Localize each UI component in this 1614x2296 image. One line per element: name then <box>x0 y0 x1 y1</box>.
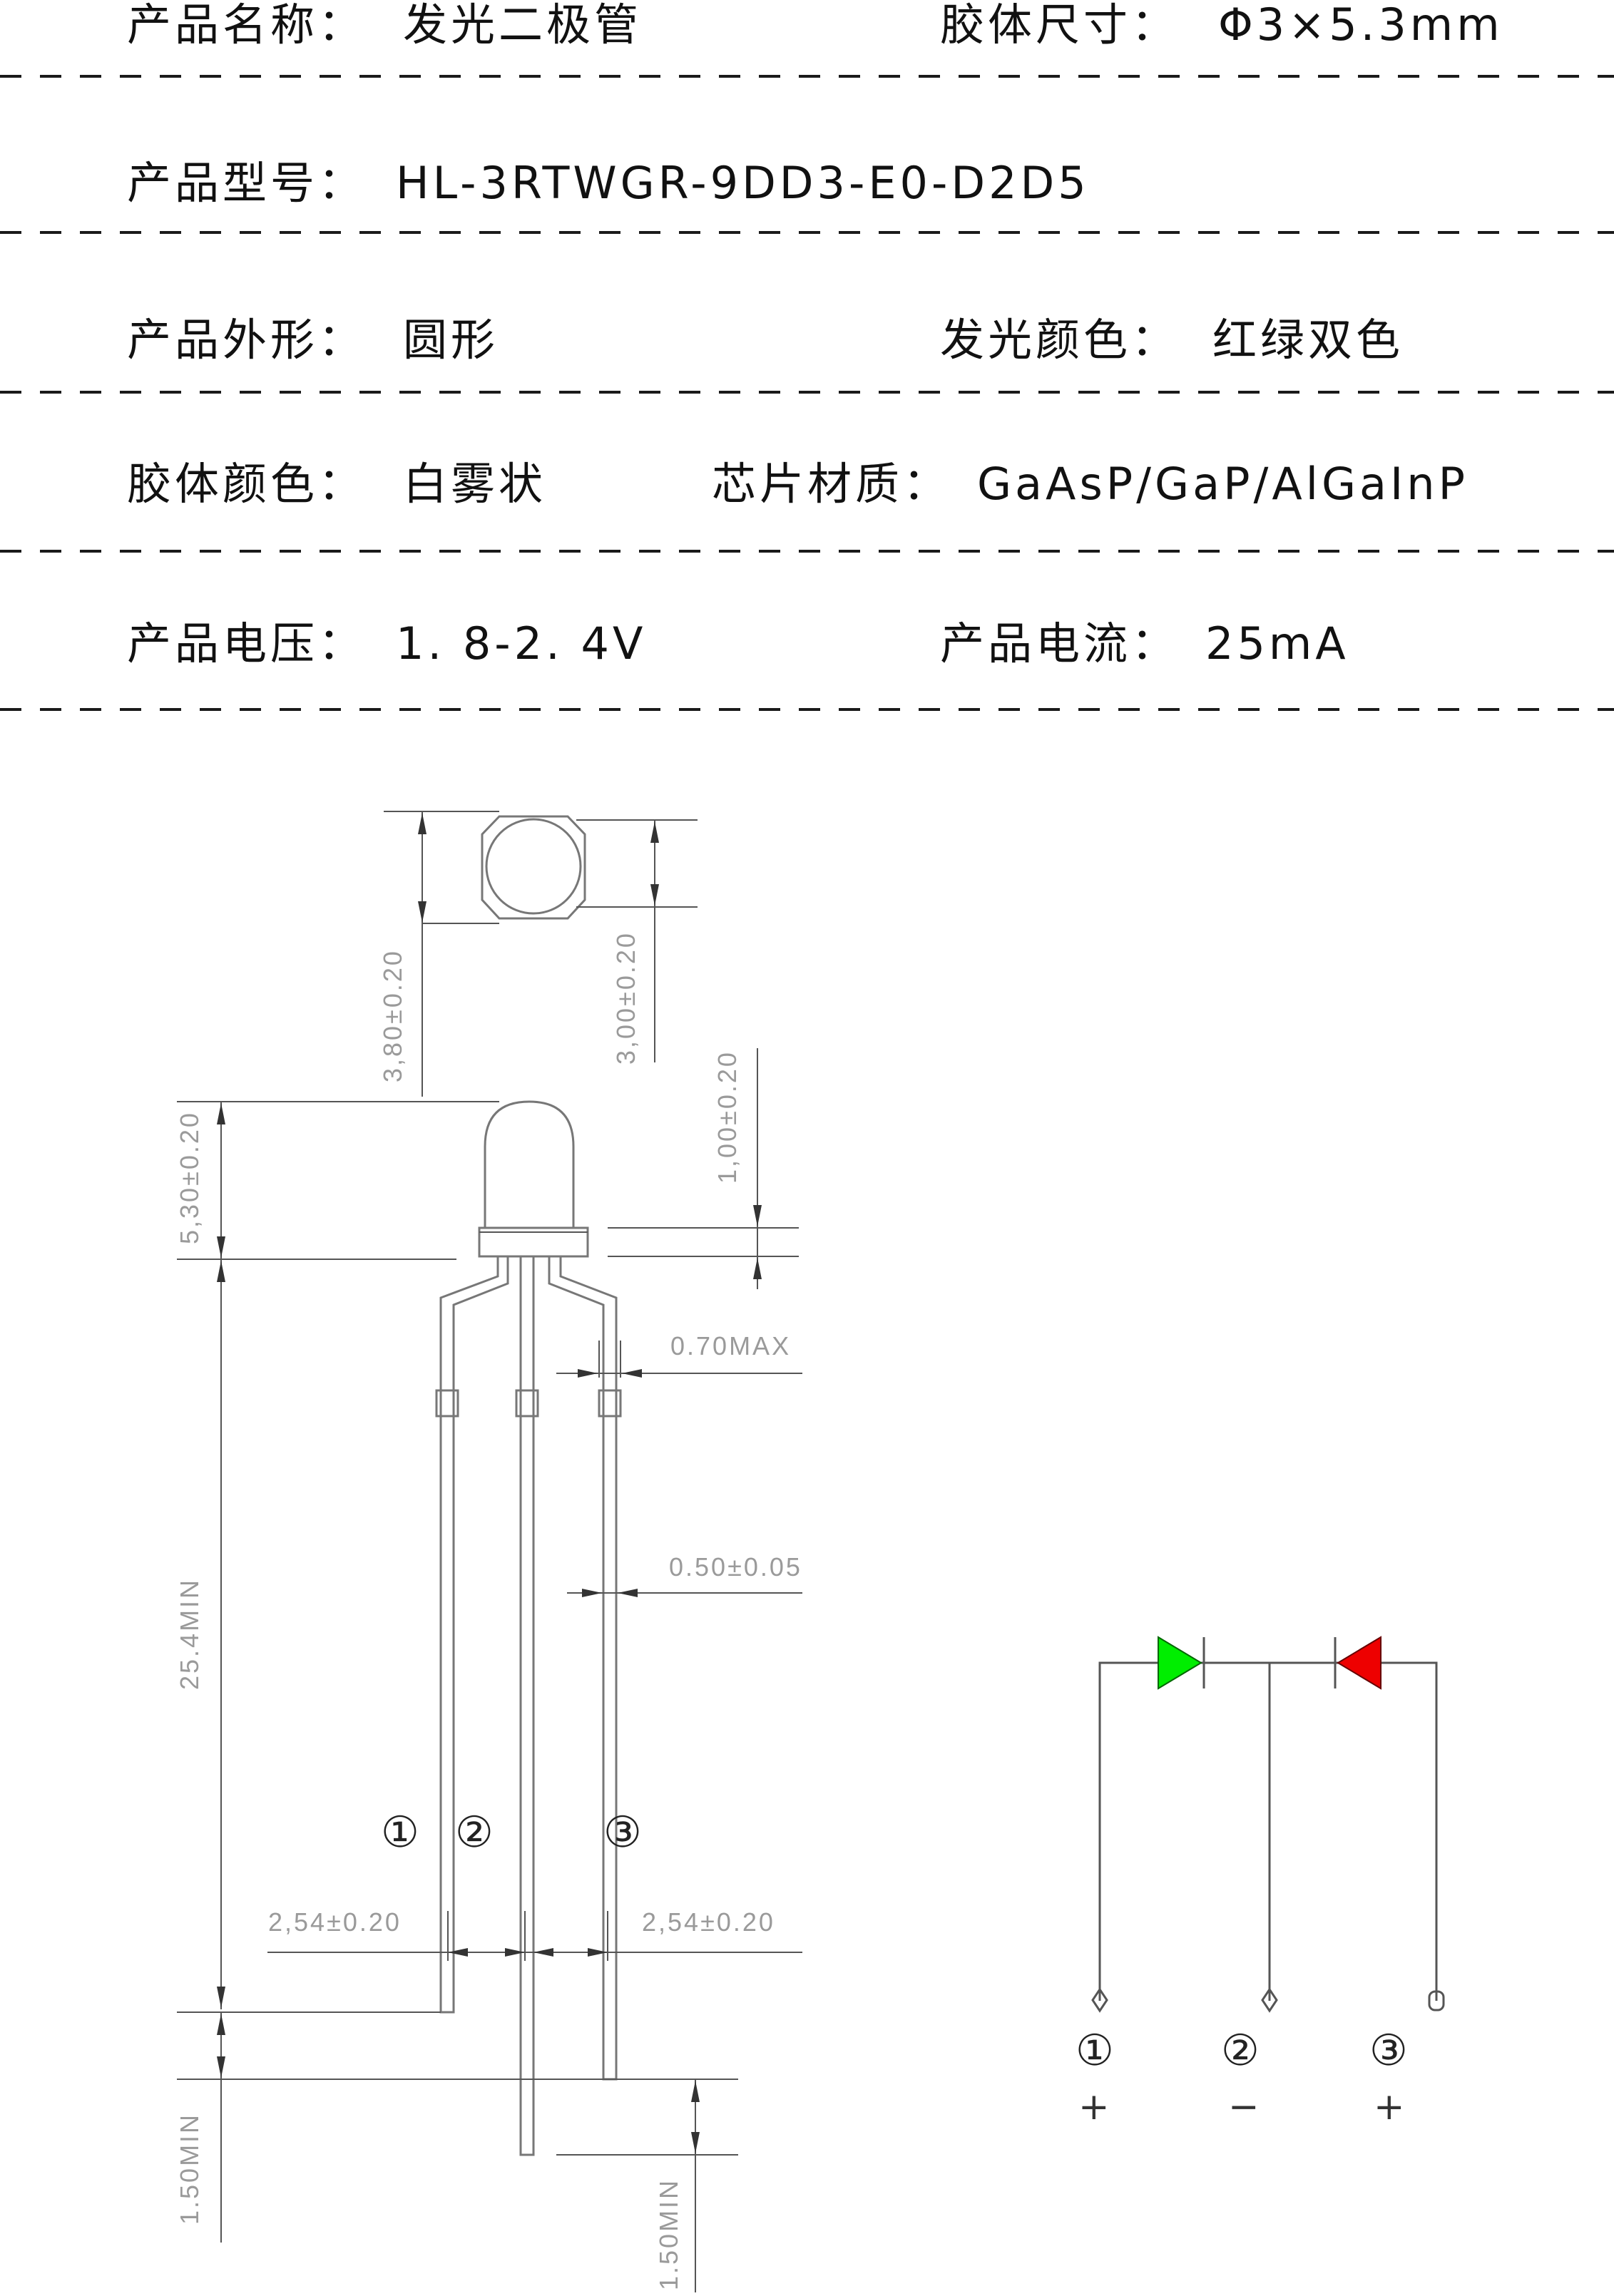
voltage-value: 1. 8-2. 4V <box>396 617 646 670</box>
dimension-arrow <box>618 1589 638 1597</box>
dim-flange: 1,00±0.20 <box>712 1050 742 1184</box>
current-value: 25mA <box>1205 617 1349 670</box>
product-name-value: 发光二极管 <box>403 0 642 51</box>
dim-lead-length: 25.4MIN <box>175 1578 204 1690</box>
lead-1-stopper <box>435 1389 459 1418</box>
body-size-value: Φ3×5.3mm <box>1218 0 1503 51</box>
schematic-wire-pin1 <box>1098 1661 1205 2001</box>
dimension-arrow <box>505 1948 525 1957</box>
lead-3-stopper <box>598 1389 622 1418</box>
red-diode <box>1337 1636 1381 1690</box>
side-view: 5,30±0.20 1,00±0.20 0.70MAX 0.50±0.05 <box>175 1048 802 2292</box>
dim-inner-diameter: 3,00±0.20 <box>611 931 640 1065</box>
pin-1-number: ① <box>381 1808 419 1857</box>
body-color-value: 白雾状 <box>403 458 546 510</box>
dimension-arrow <box>217 2056 225 2078</box>
schematic-pin-2: ② <box>1221 2026 1260 2076</box>
dim-body-height: 5,30±0.20 <box>175 1111 204 1244</box>
dimension-arrow <box>622 1369 642 1378</box>
dim-offset-left: 1.50MIN <box>175 2113 204 2225</box>
led-outline-drawing: 3,80±0.20 3,00±0.20 5,30±0.20 <box>175 811 802 2292</box>
pin-1-terminal <box>1091 1987 1108 2013</box>
pin-3-polarity: + <box>1374 2086 1405 2128</box>
schematic-pin-3: ③ <box>1369 2026 1408 2076</box>
shape-label: 产品外形： <box>127 314 366 366</box>
dimension-arrow <box>217 1261 225 1282</box>
dim-offset-right: 1.50MIN <box>654 2178 683 2290</box>
pin-1-polarity: + <box>1078 2086 1110 2128</box>
dimension-arrow <box>691 2132 700 2153</box>
schematic-pin-1: ① <box>1076 2026 1114 2076</box>
schematic-wire-pin3 <box>1337 1661 1438 2001</box>
chip-material-label: 芯片材质： <box>712 458 951 510</box>
dimension-arrow <box>650 884 659 906</box>
model-label: 产品型号： <box>127 157 366 209</box>
dimension-arrow <box>217 2014 225 2035</box>
spec-table: 产品名称： 发光二极管 胶体尺寸： Φ3×5.3mm 产品型号： HL-3RTW… <box>0 0 1614 711</box>
shape-value: 圆形 <box>403 314 499 366</box>
dimension-arrow <box>217 1236 225 1258</box>
current-label: 产品电流： <box>940 617 1179 670</box>
dim-lead-max: 0.70MAX <box>670 1331 791 1360</box>
lead-2-stopper <box>515 1389 539 1418</box>
dimension-arrow <box>588 1948 608 1957</box>
lens-body <box>484 1100 575 1228</box>
dimension-arrow <box>533 1948 553 1957</box>
dimension-arrow <box>217 1103 225 1124</box>
top-view-lens <box>485 818 582 915</box>
emit-color-value: 红绿双色 <box>1212 314 1404 366</box>
pin-3-number: ③ <box>603 1808 642 1857</box>
dimension-arrow <box>418 813 427 834</box>
voltage-label: 产品电压： <box>127 617 366 670</box>
dimension-arrow <box>582 1589 602 1597</box>
pin-2-terminal <box>1261 1987 1278 2013</box>
body-size-label: 胶体尺寸： <box>940 0 1179 51</box>
dimension-arrow <box>418 901 427 923</box>
product-name-label: 产品名称： <box>127 0 366 51</box>
dim-lead-width: 0.50±0.05 <box>669 1552 802 1582</box>
emit-color-label: 发光颜色： <box>940 314 1179 366</box>
circuit-schematic: ① ② ③ + − + <box>1076 1636 1445 2128</box>
pin-3-terminal <box>1428 1990 1445 2011</box>
top-view: 3,80±0.20 3,00±0.20 <box>378 811 698 1097</box>
dimension-arrow <box>578 1369 598 1378</box>
top-view-flange <box>481 815 586 920</box>
pin-2-number: ② <box>455 1808 494 1857</box>
lead-2 <box>519 1256 535 2156</box>
body-color-label: 胶体颜色： <box>127 458 366 510</box>
dim-pitch-right: 2,54±0.20 <box>642 1907 775 1937</box>
lead-1 <box>439 1256 509 2014</box>
chip-material-value: GaAsP/GaP/AlGaInP <box>977 458 1469 510</box>
dim-pitch-left: 2,54±0.20 <box>268 1907 402 1937</box>
dimension-arrow <box>691 2081 700 2102</box>
dimension-arrow <box>448 1948 468 1957</box>
lead-3 <box>548 1256 618 2081</box>
dimension-arrow <box>753 1205 762 1226</box>
dimension-arrow <box>217 1987 225 2008</box>
dimension-arrow <box>753 1258 762 1279</box>
dimension-arrow <box>650 821 659 843</box>
pin-2-polarity: − <box>1228 2086 1260 2128</box>
green-diode <box>1158 1636 1202 1690</box>
dim-top-diameter: 3,80±0.20 <box>378 949 407 1082</box>
model-value: HL-3RTWGR-9DD3-E0-D2D5 <box>396 157 1090 209</box>
